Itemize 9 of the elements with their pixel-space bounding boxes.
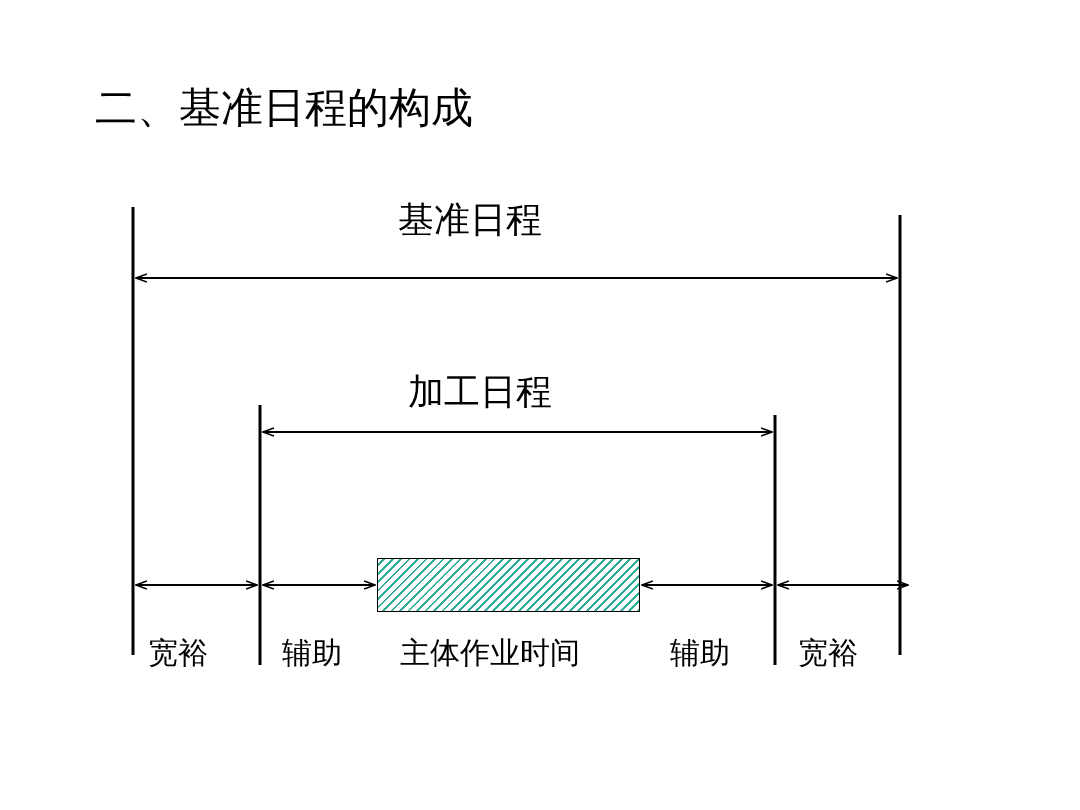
segment-label: 辅助 bbox=[670, 634, 730, 672]
span-label: 基准日程 bbox=[398, 198, 542, 242]
span-label: 加工日程 bbox=[408, 370, 552, 414]
segment-label: 宽裕 bbox=[798, 634, 858, 672]
slide-title: 二、基准日程的构成 bbox=[95, 82, 473, 134]
segment-label: 辅助 bbox=[282, 634, 342, 672]
hatched-bar bbox=[377, 558, 640, 612]
segment-label: 主体作业时间 bbox=[400, 634, 580, 672]
segment-label: 宽裕 bbox=[148, 634, 208, 672]
